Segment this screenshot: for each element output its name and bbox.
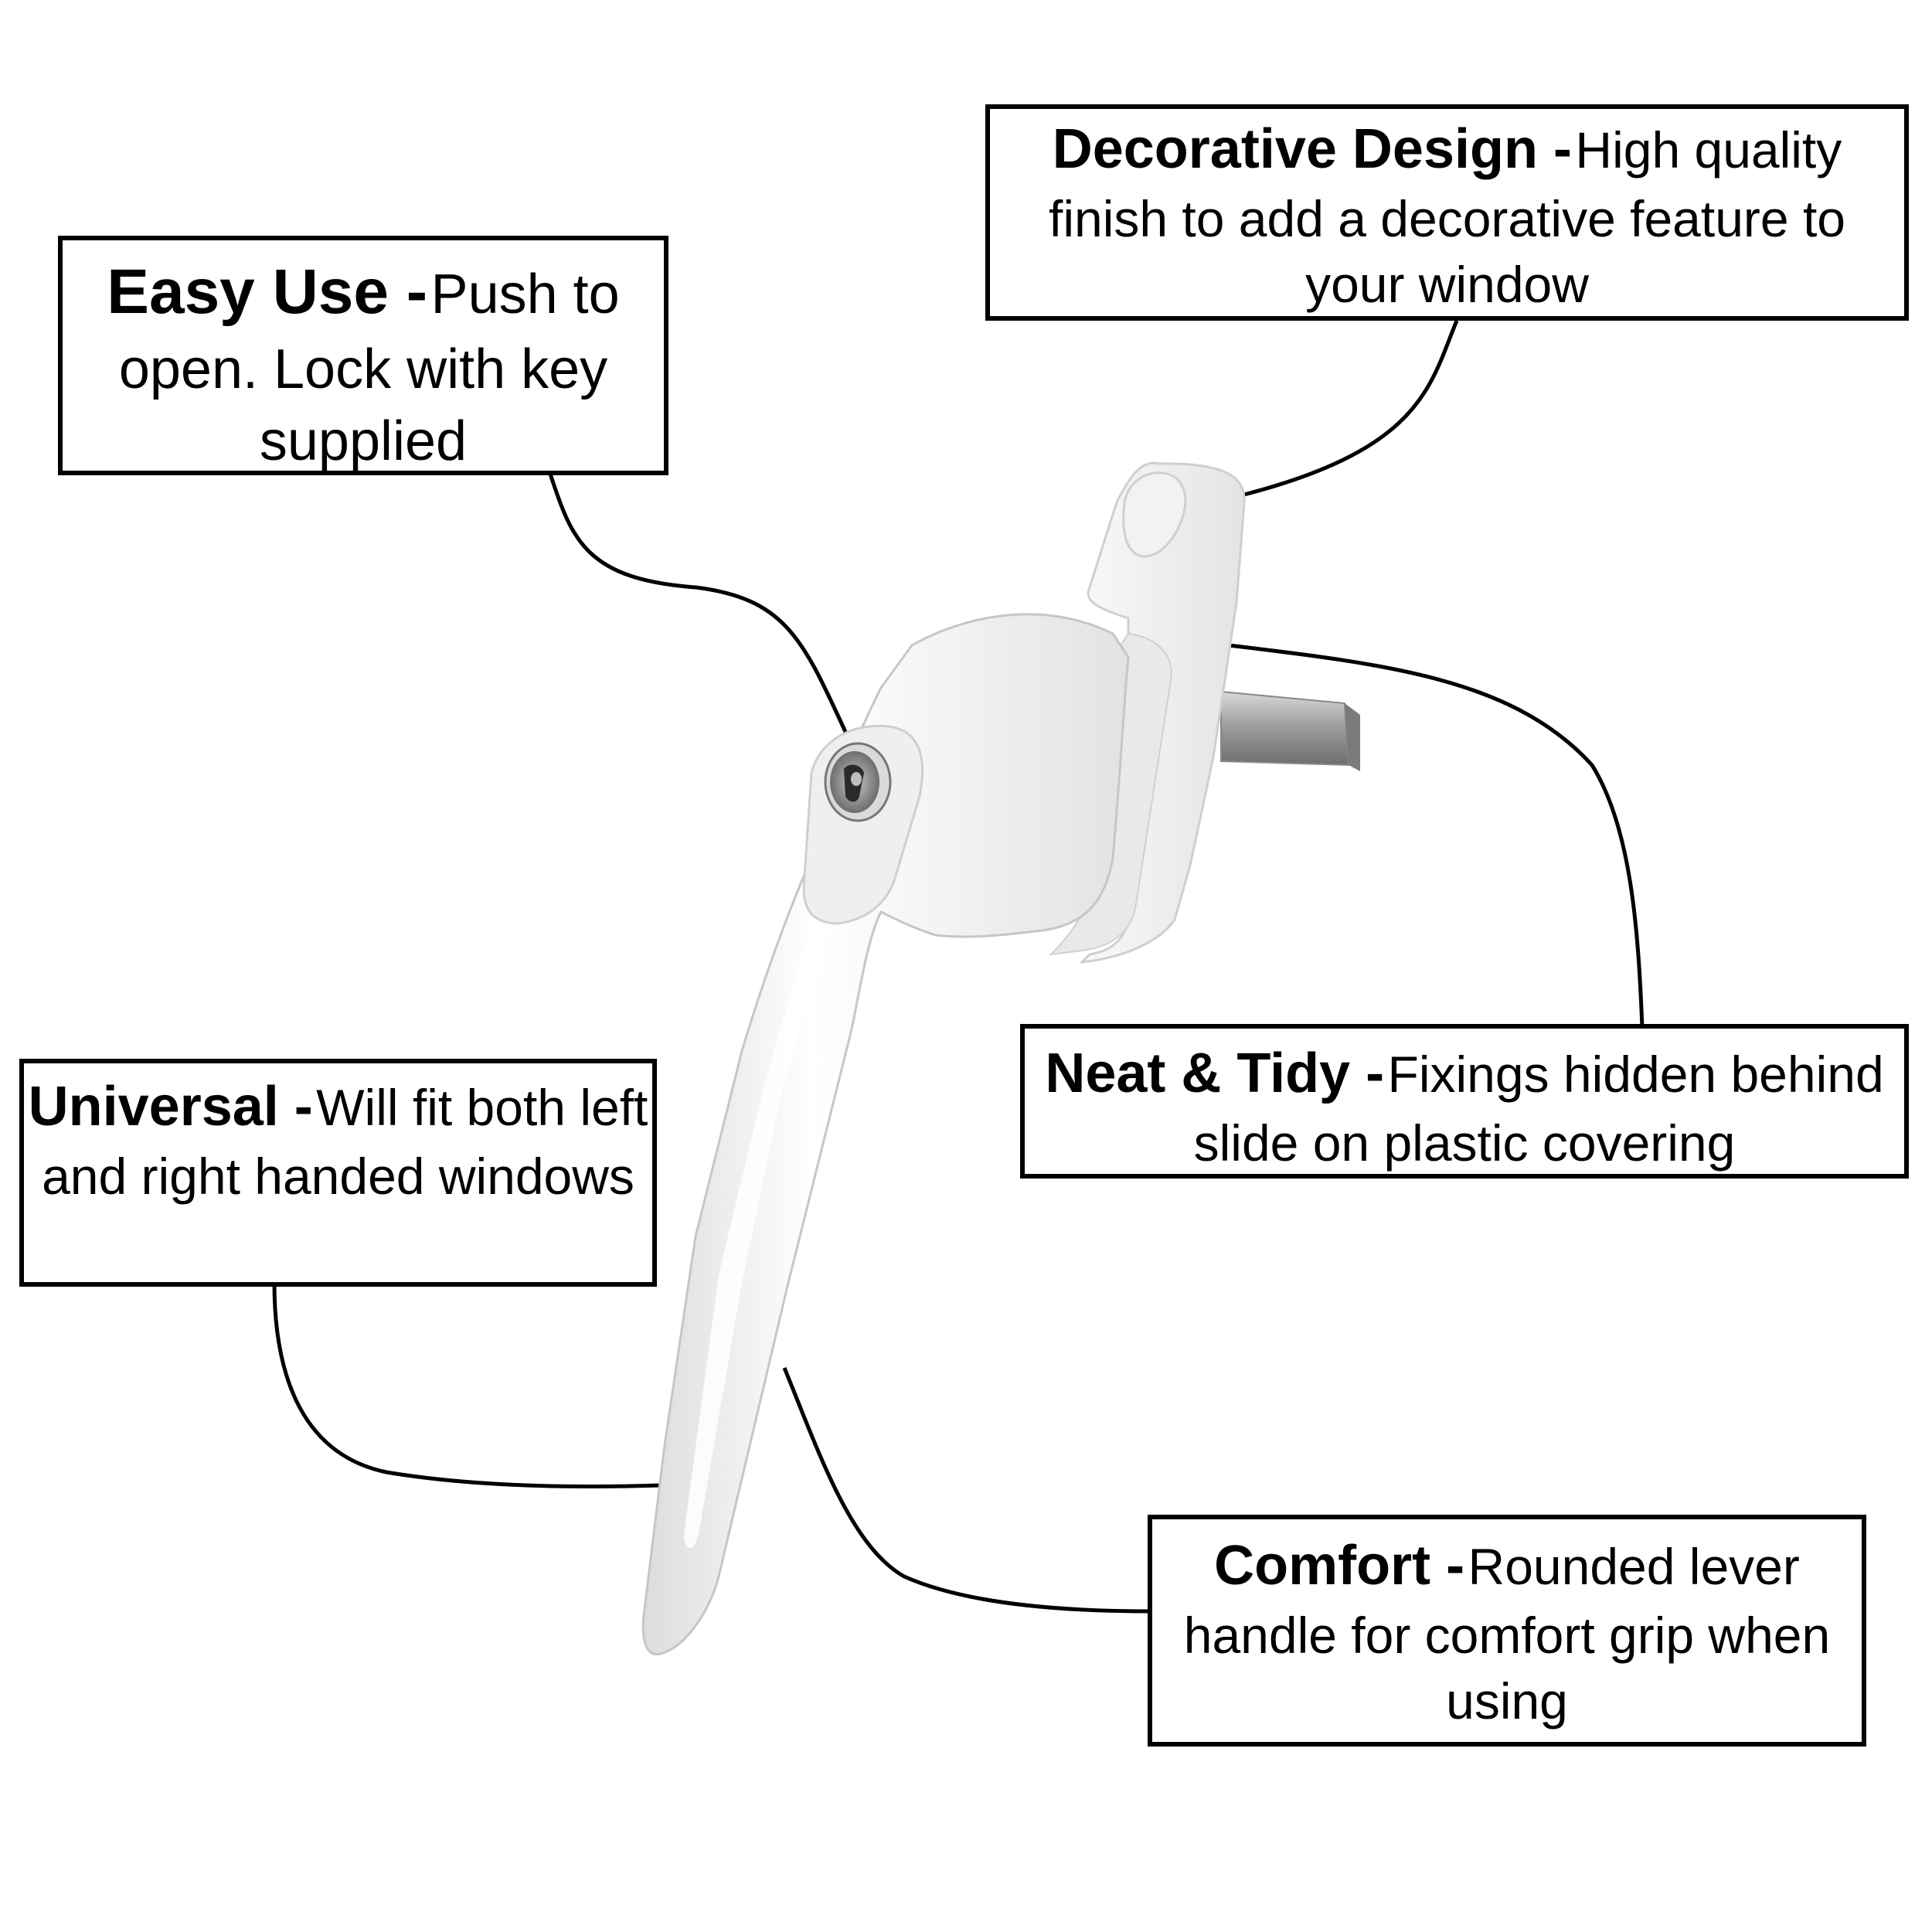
universal-connector [272, 1282, 662, 1488]
easy-use-callout: Easy Use - Push to open. Lock with key s… [58, 236, 668, 475]
easy-use-heading: Easy Use - [107, 257, 428, 327]
neat-tidy-heading: Neat & Tidy - [1045, 1043, 1385, 1104]
universal-callout: Universal - Will fit both left and right… [19, 1059, 657, 1287]
top-pod [1122, 471, 1187, 558]
easy-use-connector [548, 473, 852, 743]
comfort-heading: Comfort - [1214, 1535, 1465, 1597]
comfort-text: Rounded lever handle for comfort grip wh… [1183, 1538, 1831, 1730]
decorative-design-heading: Decorative Design - [1052, 118, 1572, 180]
neat-tidy-text: Fixings hidden behind slide on plastic c… [1193, 1046, 1884, 1172]
decorative-design-callout: Decorative Design - High quality finish … [985, 104, 1909, 321]
neat-tidy-callout: Neat & Tidy - Fixings hidden behind slid… [1020, 1024, 1909, 1179]
comfort-callout: Comfort - Rounded lever handle for comfo… [1148, 1515, 1866, 1747]
spindle [1220, 690, 1350, 767]
key-cylinder-icon [824, 742, 892, 822]
decorative-connector [1243, 320, 1459, 497]
lever-body [641, 613, 1130, 1656]
decorative-design-text: High quality finish to add a decorative … [1049, 121, 1845, 314]
easy-use-text: Push to open. Lock with key supplied [118, 264, 620, 473]
comfort-connector [782, 1367, 1152, 1614]
universal-heading: Universal - [28, 1076, 313, 1138]
neat-tidy-connector [1228, 643, 1645, 1029]
universal-text: Will fit both left and right handed wind… [42, 1079, 648, 1205]
